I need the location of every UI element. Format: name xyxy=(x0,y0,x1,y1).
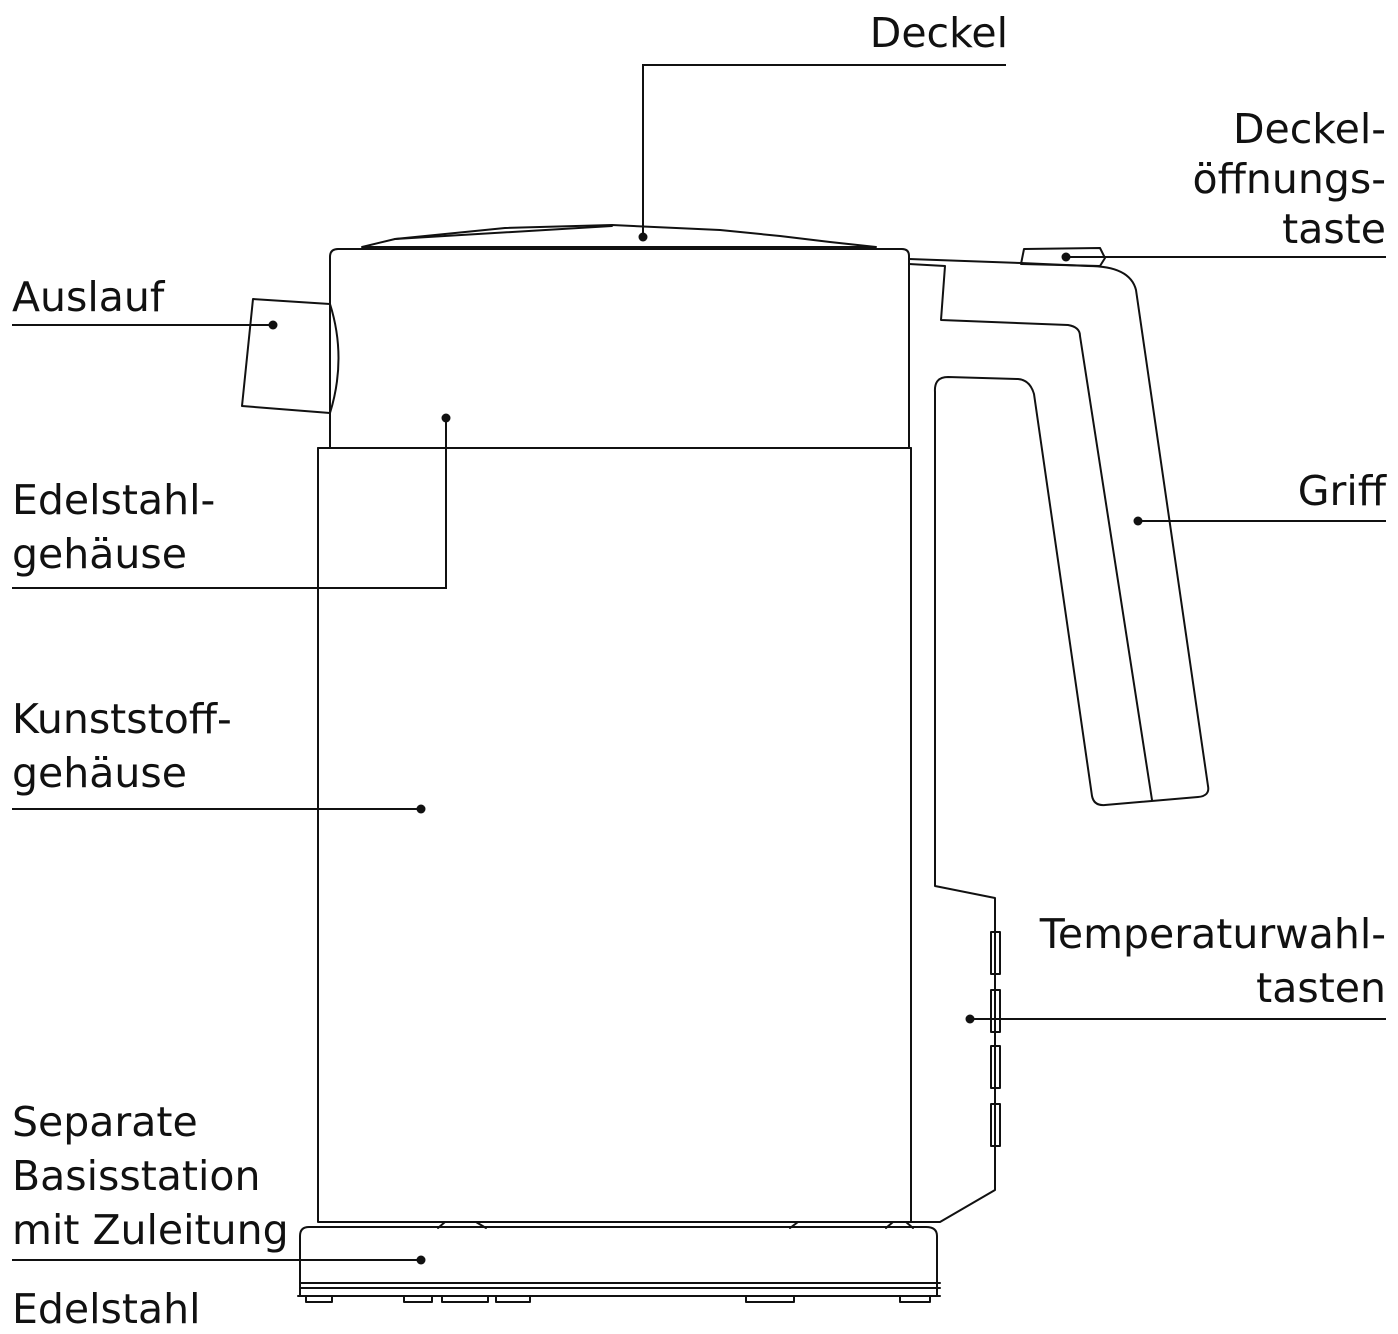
label-kunststoffgehaeuse-line-2: gehäuse xyxy=(12,749,187,797)
label-edelstahl-bottom: Edelstahl xyxy=(12,1284,200,1334)
label-kunststoffgehaeuse: Kunststoff- gehäuse xyxy=(12,692,232,800)
label-deckel-oeffnungstaste: Deckel- öffnungs- taste xyxy=(1193,104,1386,254)
label-auslauf-line-1: Auslauf xyxy=(12,273,165,321)
label-basisstation-line-3: mit Zuleitung xyxy=(12,1206,289,1254)
label-basisstation-line-2: Basisstation xyxy=(12,1152,261,1200)
label-deckel-oeffnungstaste-line-2: öffnungs- xyxy=(1192,155,1386,203)
label-kunststoffgehaeuse-line-1: Kunststoff- xyxy=(12,695,232,743)
label-edelstahlgehaeuse-line-1: Edelstahl- xyxy=(12,476,216,524)
label-griff-line-1: Griff xyxy=(1297,467,1386,515)
lid-outline xyxy=(361,224,877,248)
leader-line-deckel xyxy=(642,64,1006,237)
leader-line-edelstahlgehaeuse xyxy=(12,418,447,589)
handle-outline xyxy=(908,258,1210,1223)
spout-outline xyxy=(241,298,340,414)
lid-opening-button-outline xyxy=(1020,247,1106,267)
dot-deckel xyxy=(638,232,648,242)
label-basisstation-line-1: Separate xyxy=(12,1098,198,1146)
label-auslauf: Auslauf xyxy=(12,272,164,322)
label-deckel-oeffnungstaste-line-3: taste xyxy=(1282,205,1386,253)
temperature-buttons-outline xyxy=(990,931,1001,1147)
dot-deckel-oeffnungstaste xyxy=(1061,252,1071,262)
label-deckel-line-1: Deckel xyxy=(869,9,1008,57)
dot-basisstation xyxy=(416,1255,426,1265)
base-station-outline xyxy=(297,1226,941,1303)
plastic-body-outline xyxy=(317,447,912,1223)
label-edelstahlgehaeuse: Edelstahl- gehäuse xyxy=(12,473,215,581)
label-deckel-oeffnungstaste-line-1: Deckel- xyxy=(1232,105,1386,153)
label-temperaturwahltasten: Temperaturwahl- tasten xyxy=(1040,907,1386,1015)
label-edelstahl-bottom-line-1: Edelstahl xyxy=(12,1285,201,1333)
label-deckel: Deckel xyxy=(870,8,1008,58)
label-temperaturwahltasten-line-2: tasten xyxy=(1256,964,1386,1012)
label-basisstation: Separate Basisstation mit Zuleitung xyxy=(12,1095,289,1257)
label-griff: Griff xyxy=(1298,466,1386,516)
dot-edelstahlgehaeuse xyxy=(441,413,451,423)
dot-temperaturwahltasten xyxy=(965,1014,975,1024)
dot-kunststoffgehaeuse xyxy=(416,804,426,814)
label-edelstahlgehaeuse-line-2: gehäuse xyxy=(12,530,187,578)
stainless-steel-body-outline xyxy=(329,248,910,449)
dot-auslauf xyxy=(268,320,278,330)
dot-griff xyxy=(1133,516,1143,526)
label-temperaturwahltasten-line-1: Temperaturwahl- xyxy=(1039,910,1386,958)
